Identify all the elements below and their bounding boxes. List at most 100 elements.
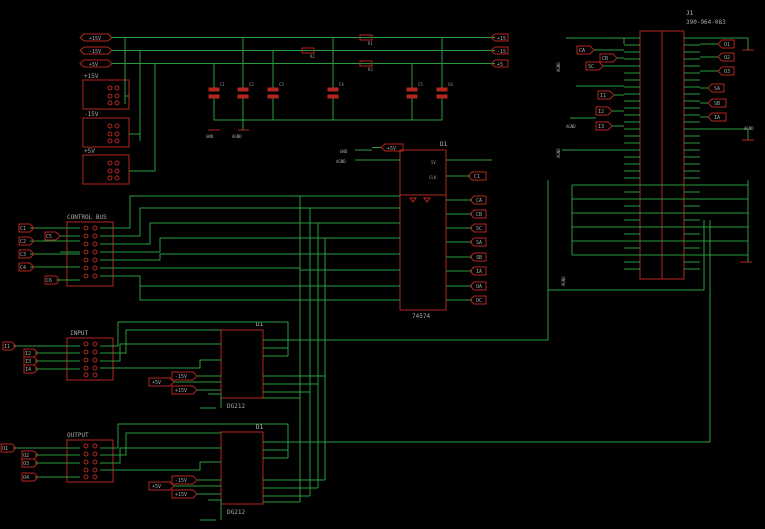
input-flag-1[interactable] (2, 341, 17, 351)
output-flag-4[interactable] (21, 472, 39, 482)
input-flag-3-label: I3 (25, 359, 31, 365)
rail-out-flag-2[interactable] (490, 46, 509, 55)
control-flag-6-label: C6 (46, 278, 52, 284)
j1-agnd-3: AGND (556, 148, 561, 158)
output-flag-3[interactable] (21, 458, 39, 468)
cap-drops (213, 37, 443, 88)
connector-j1-ref: J1 (686, 10, 694, 17)
resistor-r2[interactable] (301, 47, 315, 54)
dg-in-plus5-flag[interactable] (148, 377, 175, 387)
output-flag-1[interactable] (0, 443, 17, 453)
dg-out-minus15-flag[interactable] (171, 475, 198, 485)
d1-out-flag-6[interactable] (469, 266, 487, 276)
chip-dg212-input-part: DG212 (227, 403, 245, 410)
control-flag-6[interactable] (44, 275, 61, 285)
d1-clk-flag-label: C1 (474, 174, 480, 180)
j1-flag-r6[interactable] (707, 112, 727, 122)
input-flag-2[interactable] (23, 348, 39, 358)
input-flag-1-label: I1 (4, 344, 10, 350)
control-flag-5[interactable] (44, 231, 61, 241)
capacitor-c5[interactable]: C5 (406, 82, 423, 99)
control-bus-to-d1-wires (100, 195, 400, 301)
j1-flag-r3[interactable] (717, 66, 735, 76)
input-flag-4[interactable] (23, 364, 39, 374)
d1-outputs: C1 CA CB SC SA SB IA OA OC (446, 171, 487, 305)
header-control-bus[interactable]: CONTROL BUS (66, 214, 114, 287)
dg-control-buses (288, 180, 711, 502)
j1-flag-l4[interactable] (597, 90, 615, 100)
d1-out-flag-7[interactable] (469, 281, 487, 291)
chip-dg212-input-body (220, 329, 264, 399)
j1-flag-r1[interactable] (717, 39, 735, 49)
control-flag-3[interactable] (18, 249, 35, 259)
header-minus15[interactable]: -15V (82, 111, 130, 148)
capacitor-c2[interactable]: C2 (237, 82, 254, 99)
d1-out-flag-2[interactable] (469, 209, 487, 219)
header-plus15[interactable]: +15V (82, 73, 130, 110)
rail-flag-plus15-label: +15V (89, 36, 101, 42)
capacitor-c1-label: C1 (220, 82, 225, 87)
j1-flag-l1[interactable] (576, 45, 595, 55)
dg-out-plus5-flag[interactable] (148, 481, 175, 491)
header-input[interactable]: INPUT (66, 330, 114, 381)
j1-flag-l3[interactable] (585, 61, 604, 71)
d1-out-flag-4[interactable] (469, 237, 487, 247)
resistor-r1[interactable] (359, 34, 373, 41)
d1-out-flag-1[interactable] (469, 195, 487, 205)
connector-j1[interactable]: J1 390-964-083 (639, 10, 726, 280)
output-flag-2[interactable] (21, 450, 39, 460)
dg-in-minus15-flag[interactable] (171, 371, 198, 381)
capacitor-c6[interactable]: C6 (436, 82, 453, 99)
capacitor-c4-label: C4 (339, 82, 344, 87)
dg-in-plus15-label: +15V (175, 388, 187, 394)
control-flag-2[interactable] (18, 236, 35, 246)
chip-dg212-input-ref: D1 (256, 321, 264, 328)
j1-flag-r4[interactable] (707, 83, 725, 93)
d1-plus5-flag[interactable] (380, 143, 404, 152)
j1-flag-r4-label: SA (714, 86, 720, 92)
capacitor-c1[interactable]: C1 (208, 82, 225, 99)
header-output[interactable]: OUTPUT (66, 432, 114, 483)
d1-out-flag-5[interactable] (469, 252, 487, 262)
resistor-r2-label: R2 (310, 54, 315, 59)
input-flags: I1 I2 I3 I4 (2, 341, 80, 374)
header-plus5[interactable]: +5V (82, 148, 130, 185)
input-flag-3[interactable] (23, 356, 39, 366)
j1-flag-r2[interactable] (717, 52, 735, 62)
resistor-r3[interactable] (359, 60, 373, 67)
control-flag-1-label: C1 (20, 226, 26, 232)
capacitor-c3[interactable]: C3 (267, 82, 284, 99)
j1-flag-l2[interactable] (599, 53, 618, 63)
chip-dg212-output-body (220, 431, 264, 505)
j1-right-flags: O1 O2 O3 SA SB IA AGND (700, 37, 754, 263)
d1-out-flag-3[interactable] (469, 223, 487, 233)
control-flag-4[interactable] (18, 262, 35, 272)
chip-d1-clk: CLK (429, 175, 437, 180)
capacitor-c4[interactable]: C4 (327, 82, 344, 99)
rail-out-flag-1[interactable] (490, 33, 509, 42)
rail-flag-plus5[interactable] (79, 59, 113, 68)
chip-d1[interactable]: D1 74574 5V CLK (399, 141, 448, 320)
j1-flag-r5[interactable] (707, 98, 727, 108)
input-flag-4-label: I4 (25, 367, 31, 373)
j1-agnd-2: AGND (566, 124, 576, 129)
control-flag-1[interactable] (18, 223, 35, 233)
d1-clk-flag[interactable] (467, 171, 487, 181)
cap-bottom-bus (213, 98, 443, 130)
chip-dg212-input[interactable]: D1 DG212 (220, 321, 264, 410)
d1-out-flag-8[interactable] (469, 295, 487, 305)
dg-out-plus15-flag[interactable] (171, 489, 198, 499)
output-to-dg-wires (100, 423, 289, 471)
rail-out-flag-3[interactable] (490, 59, 509, 68)
gnd-label-1: GND (206, 134, 214, 139)
output-flag-2-label: O2 (23, 453, 29, 459)
control-bus-pins (83, 225, 98, 279)
dg-in-plus15-flag[interactable] (171, 385, 198, 395)
dg-out-power-wires (174, 479, 222, 521)
chip-dg212-output[interactable]: D1 DG212 (220, 424, 264, 516)
rail-flag-plus5-label: +5V (89, 62, 98, 68)
rail-flag-minus15[interactable] (79, 46, 113, 55)
j1-flag-l6[interactable] (595, 121, 613, 131)
rail-flag-plus15[interactable] (79, 33, 113, 42)
j1-flag-l5[interactable] (595, 106, 613, 116)
